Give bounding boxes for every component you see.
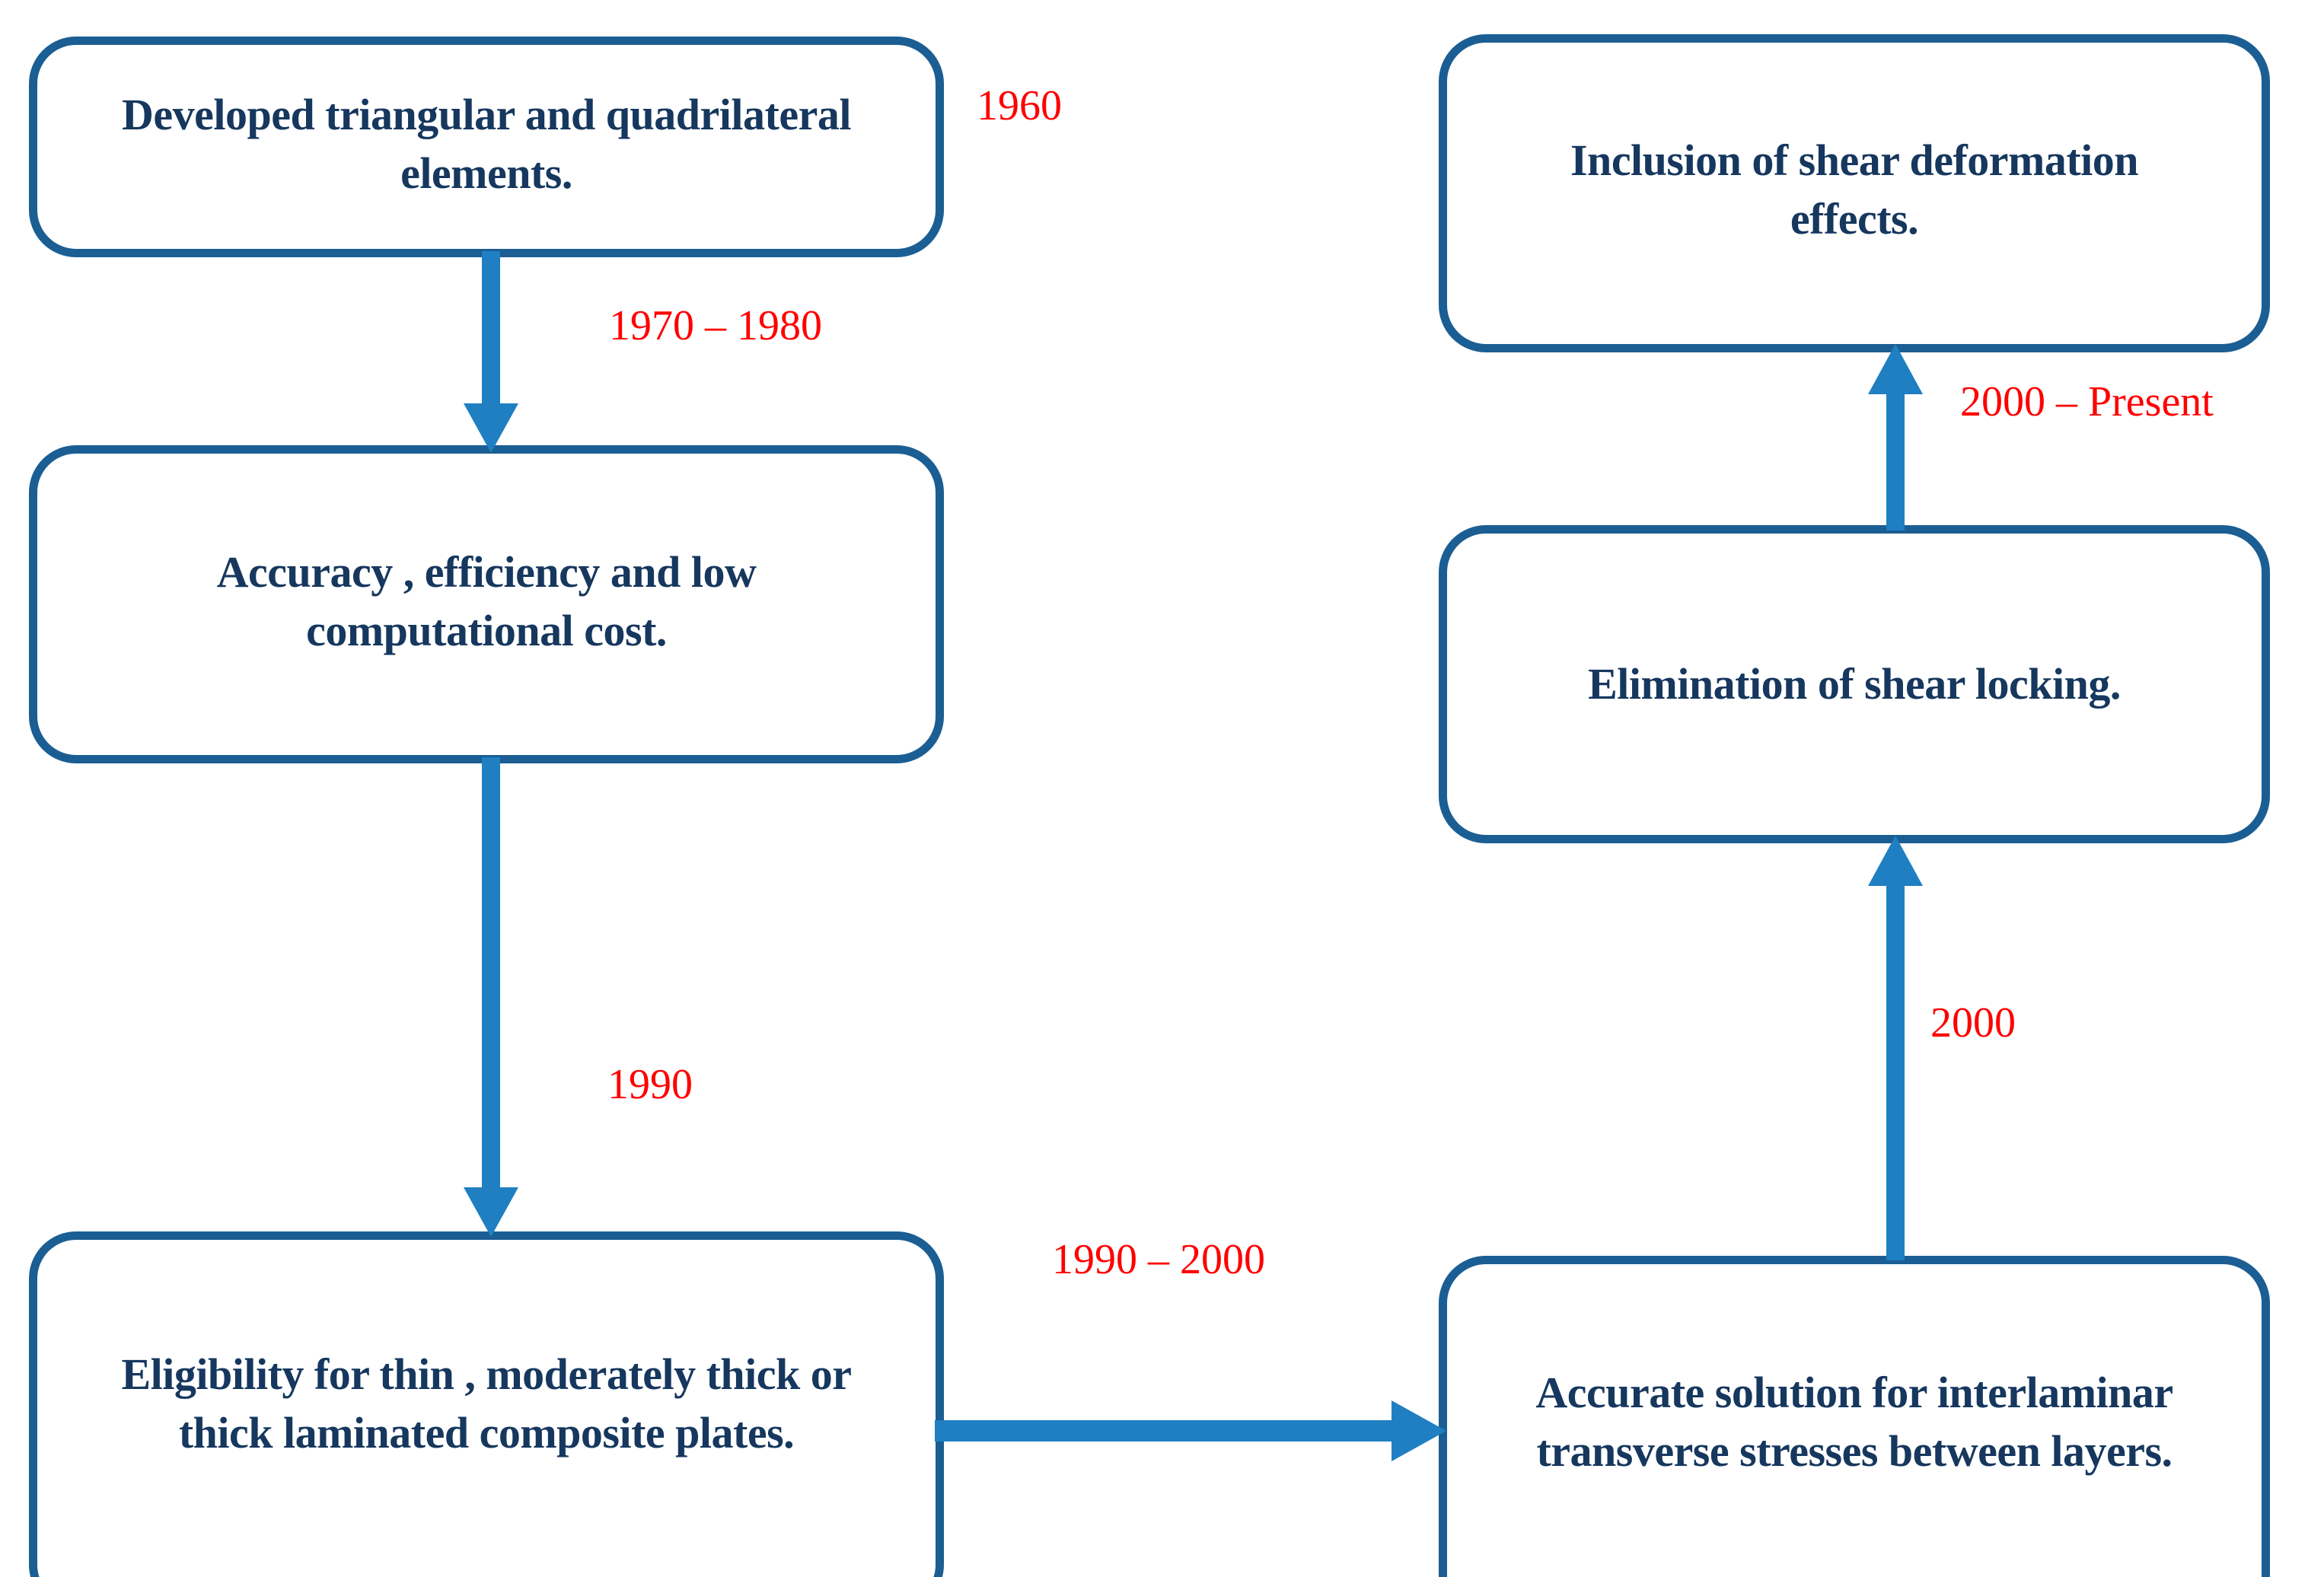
node-eligibility-plates[interactable]: Eligibility for thin , moderately thick … (29, 1231, 944, 1577)
node-shear-locking-label: Elimination of shear locking. (1588, 658, 2121, 709)
year-label-1990: 1990 (607, 1061, 693, 1108)
arrow-down-developed-to-accuracy-icon (445, 251, 537, 453)
arrow-right-eligibility-to-interlaminar-icon (935, 1385, 1446, 1477)
year-label-1960: 1960 (977, 82, 1062, 129)
year-label-1970-1980: 1970 – 1980 (609, 302, 822, 349)
year-label-2000: 2000 (1930, 999, 2016, 1047)
node-accuracy-efficiency-label: Accuracy , efficiency and low computatio… (216, 547, 757, 655)
arrow-up-shear-locking-to-shear-deformation-icon (1850, 344, 1941, 530)
node-interlaminar-stresses[interactable]: Accurate solution for interlaminar trans… (1439, 1256, 2270, 1577)
year-label-1990-2000: 1990 – 2000 (1052, 1236, 1265, 1283)
arrow-down-accuracy-to-eligibility-icon (445, 757, 537, 1237)
node-accuracy-efficiency[interactable]: Accuracy , efficiency and low computatio… (29, 445, 944, 763)
node-shear-deformation[interactable]: Inclusion of shear deformation effects. (1439, 34, 2270, 352)
node-shear-locking[interactable]: Elimination of shear locking. (1439, 525, 2270, 843)
arrow-up-interlaminar-to-shear-locking-icon (1850, 836, 1941, 1260)
node-shear-deformation-label: Inclusion of shear deformation effects. (1570, 135, 2139, 244)
node-interlaminar-stresses-label: Accurate solution for interlaminar trans… (1535, 1368, 2173, 1476)
node-developed-elements[interactable]: Developed triangular and quadrilateral e… (29, 37, 944, 257)
node-developed-elements-label: Developed triangular and quadrilateral e… (122, 90, 851, 198)
year-label-2000-present: 2000 – Present (1960, 378, 2214, 425)
node-eligibility-plates-label: Eligibility for thin , moderately thick … (121, 1349, 852, 1458)
